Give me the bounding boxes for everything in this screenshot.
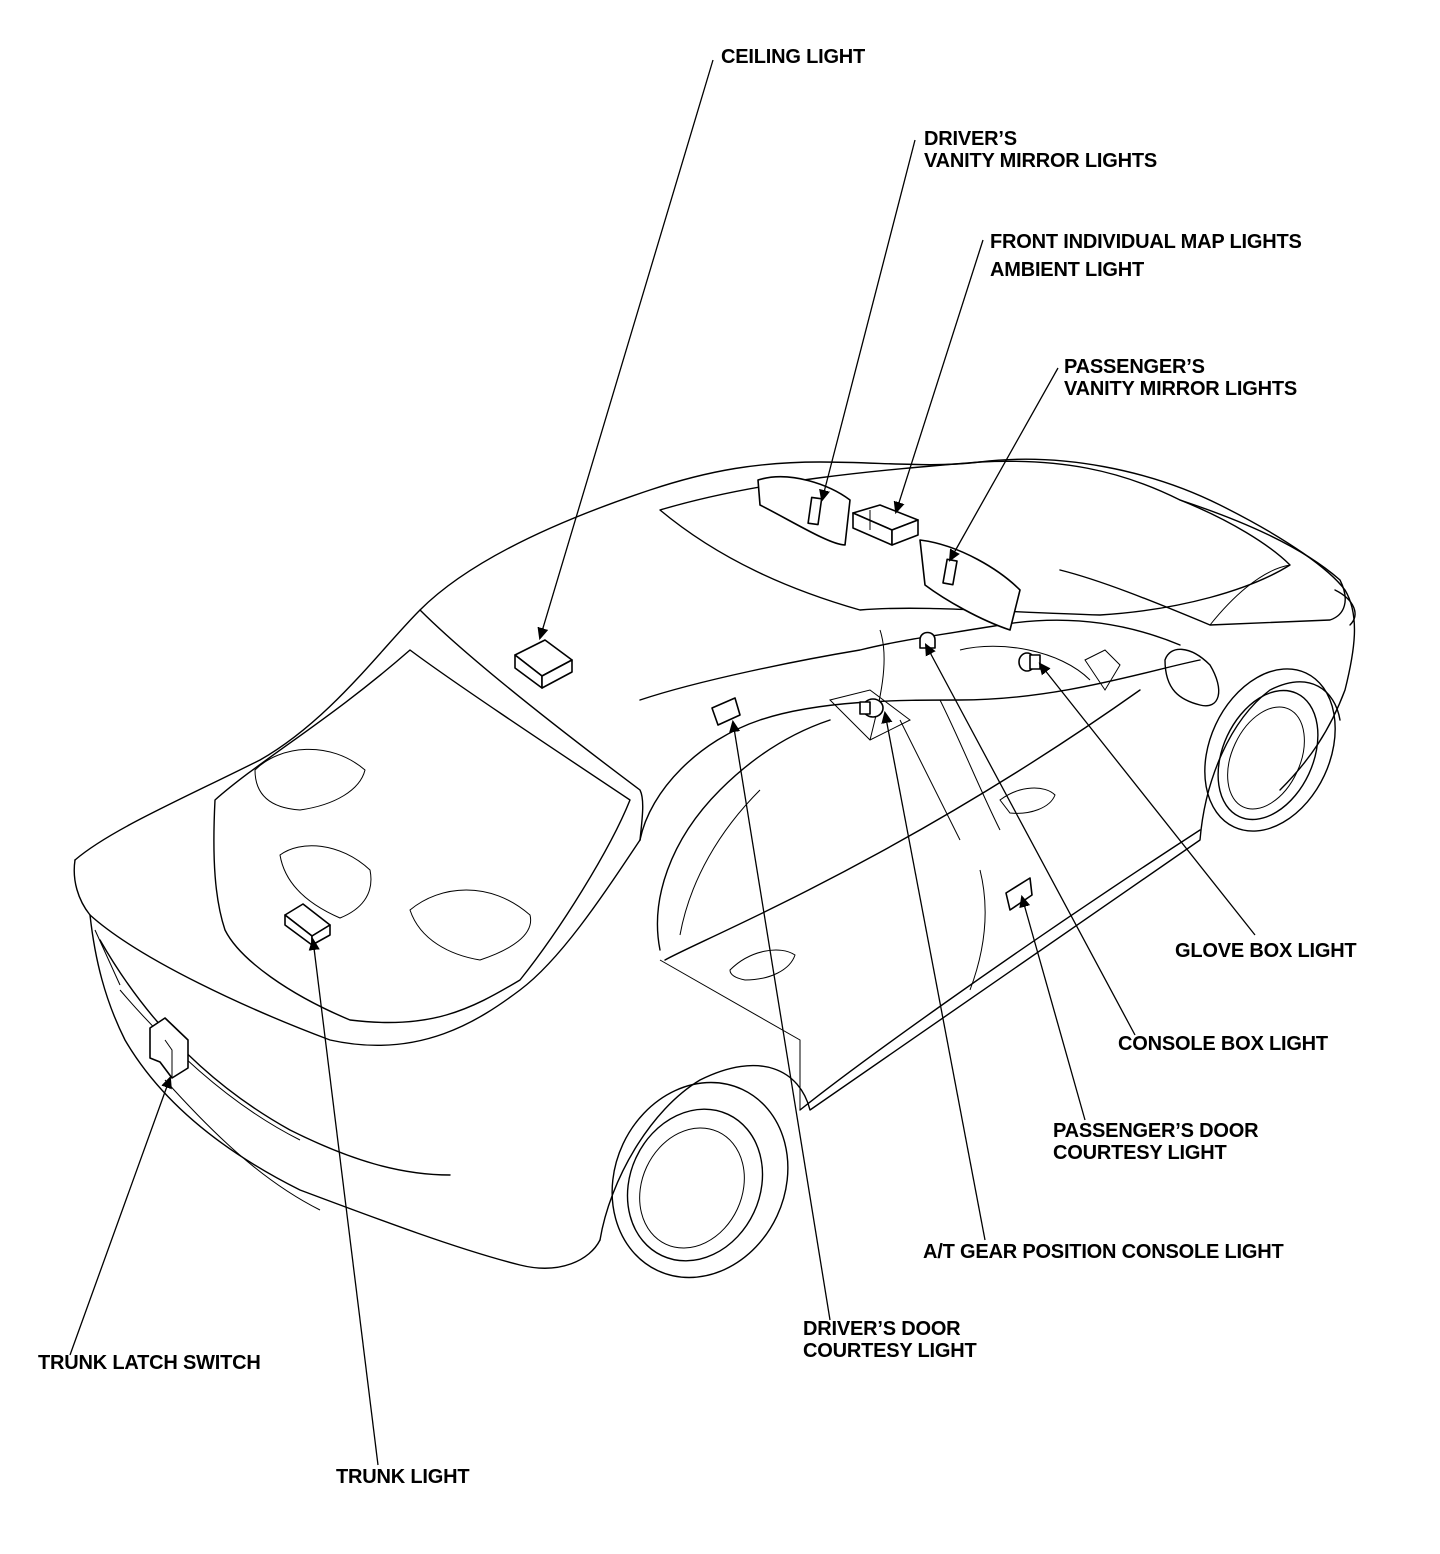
passengers-vanity-line2: VANITY MIRROR LIGHTS <box>1064 378 1298 400</box>
at-gear-text: A/T GEAR POSITION CONSOLE LIGHT <box>923 1241 1284 1263</box>
trunk-latch-switch-part <box>149 1017 189 1079</box>
trunk-latch-switch-text: TRUNK LATCH SWITCH <box>38 1352 261 1374</box>
passengers-vanity-mirror-part <box>919 539 1021 631</box>
passengers-door-line1: PASSENGER’S DOOR <box>1053 1120 1259 1142</box>
console-box-light-label: CONSOLE BOX LIGHT <box>1118 1033 1328 1055</box>
trunk-latch-switch-label: TRUNK LATCH SWITCH <box>38 1352 261 1374</box>
at-gear-light-part <box>859 698 884 718</box>
leader-lines <box>69 59 1256 1466</box>
trunk-light-label: TRUNK LIGHT <box>336 1466 470 1488</box>
drivers-door-line1: DRIVER’S DOOR <box>803 1318 961 1340</box>
passengers-door-courtesy-label: PASSENGER’S DOOR COURTESY LIGHT <box>1053 1120 1259 1164</box>
glove-box-light-part <box>1018 652 1041 672</box>
ceiling-light-text: CEILING LIGHT <box>721 46 866 68</box>
drivers-vanity-line1: DRIVER’S <box>924 128 1017 150</box>
ceiling-light-label: CEILING LIGHT <box>721 46 865 68</box>
rear-wheel <box>611 1081 789 1279</box>
ambient-light-text: AMBIENT LIGHT <box>990 259 1145 281</box>
trunk-light-part <box>284 903 331 946</box>
ceiling-light-part <box>514 639 573 689</box>
trunk-light-text: TRUNK LIGHT <box>336 1466 470 1488</box>
passengers-door-line2: COURTESY LIGHT <box>1053 1142 1227 1164</box>
drivers-vanity-line2: VANITY MIRROR LIGHTS <box>924 150 1158 172</box>
front-map-lights-label: FRONT INDIVIDUAL MAP LIGHTS <box>990 231 1302 253</box>
glove-box-light-text: GLOVE BOX LIGHT <box>1175 940 1357 962</box>
drivers-vanity-mirror-part <box>757 476 851 546</box>
front-map-lights-text: FRONT INDIVIDUAL MAP LIGHTS <box>990 231 1302 253</box>
drivers-door-courtesy-label: DRIVER’S DOOR COURTESY LIGHT <box>803 1318 977 1362</box>
map-lights-part <box>852 504 919 546</box>
drivers-door-courtesy-part <box>711 697 741 726</box>
ambient-light-part <box>919 631 936 649</box>
glove-box-light-label: GLOVE BOX LIGHT <box>1175 940 1357 962</box>
console-box-light-text: CONSOLE BOX LIGHT <box>1118 1033 1328 1055</box>
passengers-vanity-line1: PASSENGER’S <box>1064 356 1205 378</box>
passengers-vanity-mirror-label: PASSENGER’S VANITY MIRROR LIGHTS <box>1064 356 1297 400</box>
passengers-door-courtesy-part <box>1005 877 1033 911</box>
drivers-vanity-mirror-label: DRIVER’S VANITY MIRROR LIGHTS <box>924 128 1157 172</box>
ambient-light-label: AMBIENT LIGHT <box>990 259 1144 281</box>
front-wheel <box>1204 668 1336 832</box>
at-gear-position-label: A/T GEAR POSITION CONSOLE LIGHT <box>923 1241 1284 1263</box>
drivers-door-line2: COURTESY LIGHT <box>803 1340 977 1362</box>
car-body <box>73 458 1356 1279</box>
